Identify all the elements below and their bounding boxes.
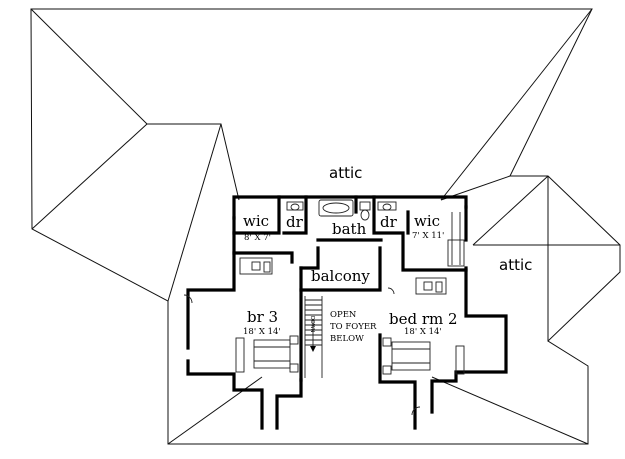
stair-down-label: DOWN	[309, 316, 315, 333]
bed2-label: bed rm 2	[389, 310, 458, 328]
bath-fixtures	[286, 199, 397, 221]
br3-label: br 3	[247, 308, 278, 326]
open-note-line1: OPEN	[330, 310, 357, 320]
beds	[235, 335, 465, 375]
open-note-line3: BELOW	[330, 334, 364, 344]
attic-right-label: attic	[499, 256, 532, 274]
balcony-label: balcony	[311, 267, 370, 285]
roof-outline	[30, 8, 621, 445]
stair	[304, 296, 323, 378]
attic-label: attic	[329, 164, 362, 182]
br3-size: 18' X 14'	[243, 327, 281, 337]
open-note-line2: TO FOYER	[330, 322, 377, 332]
doors	[183, 287, 421, 416]
wic-right-label: wic	[414, 212, 440, 230]
dr-left-label: dr	[286, 213, 304, 231]
wic-left-size: 8' X 7'	[244, 233, 271, 243]
bath-label: bath	[332, 220, 367, 238]
wic-right-size: 7' X 11'	[412, 231, 444, 241]
dr-right-label: dr	[380, 213, 398, 231]
furniture	[239, 212, 465, 295]
wic-left-label: wic	[243, 212, 269, 230]
bed2-size: 18' X 14'	[404, 327, 442, 337]
walls	[186, 195, 508, 430]
